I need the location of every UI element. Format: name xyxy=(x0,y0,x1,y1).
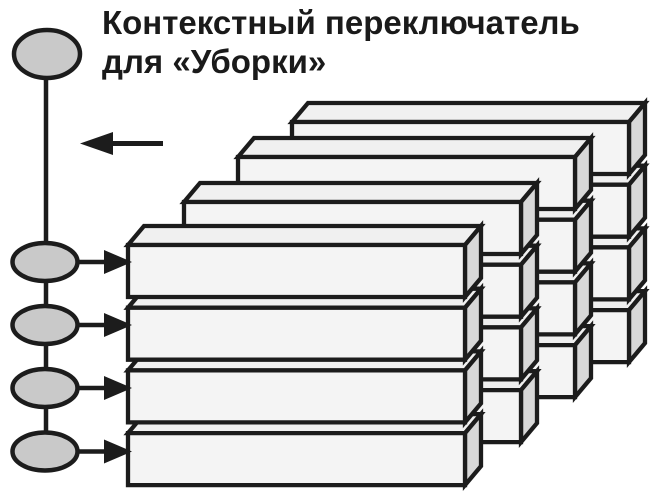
bar-top-face-plane2-row1 xyxy=(179,180,542,205)
timeline-node-3 xyxy=(10,366,80,410)
dispatch-arrow-head-3 xyxy=(104,376,132,400)
context-switch-arrow-head xyxy=(80,132,113,155)
timeline-node-1 xyxy=(10,240,80,284)
page-title: Контекстный переключатель для «Уборки» xyxy=(102,4,642,81)
timeline-node-start xyxy=(11,27,83,81)
bar-top-face-plane3-row1 xyxy=(233,135,596,160)
dispatch-arrow-head-2 xyxy=(104,313,132,337)
title-line-1: Контекстный переключатель xyxy=(102,4,580,41)
bar-front-face-plane1-row4 xyxy=(125,430,468,488)
bar-top-face-plane4-row1 xyxy=(287,100,650,125)
timeline-node-2 xyxy=(10,303,80,347)
bar-top-face-plane1-row1 xyxy=(123,223,486,248)
dispatch-arrow-head-4 xyxy=(104,439,132,464)
title-line-2: для «Уборки» xyxy=(102,42,327,80)
bar-front-face-plane1-row3 xyxy=(125,368,468,425)
bar-front-face-plane1-row1 xyxy=(125,242,468,300)
bar-front-face-plane1-row2 xyxy=(125,305,468,362)
dispatch-arrow-head-1 xyxy=(104,250,132,274)
timeline-node-4 xyxy=(10,430,80,473)
